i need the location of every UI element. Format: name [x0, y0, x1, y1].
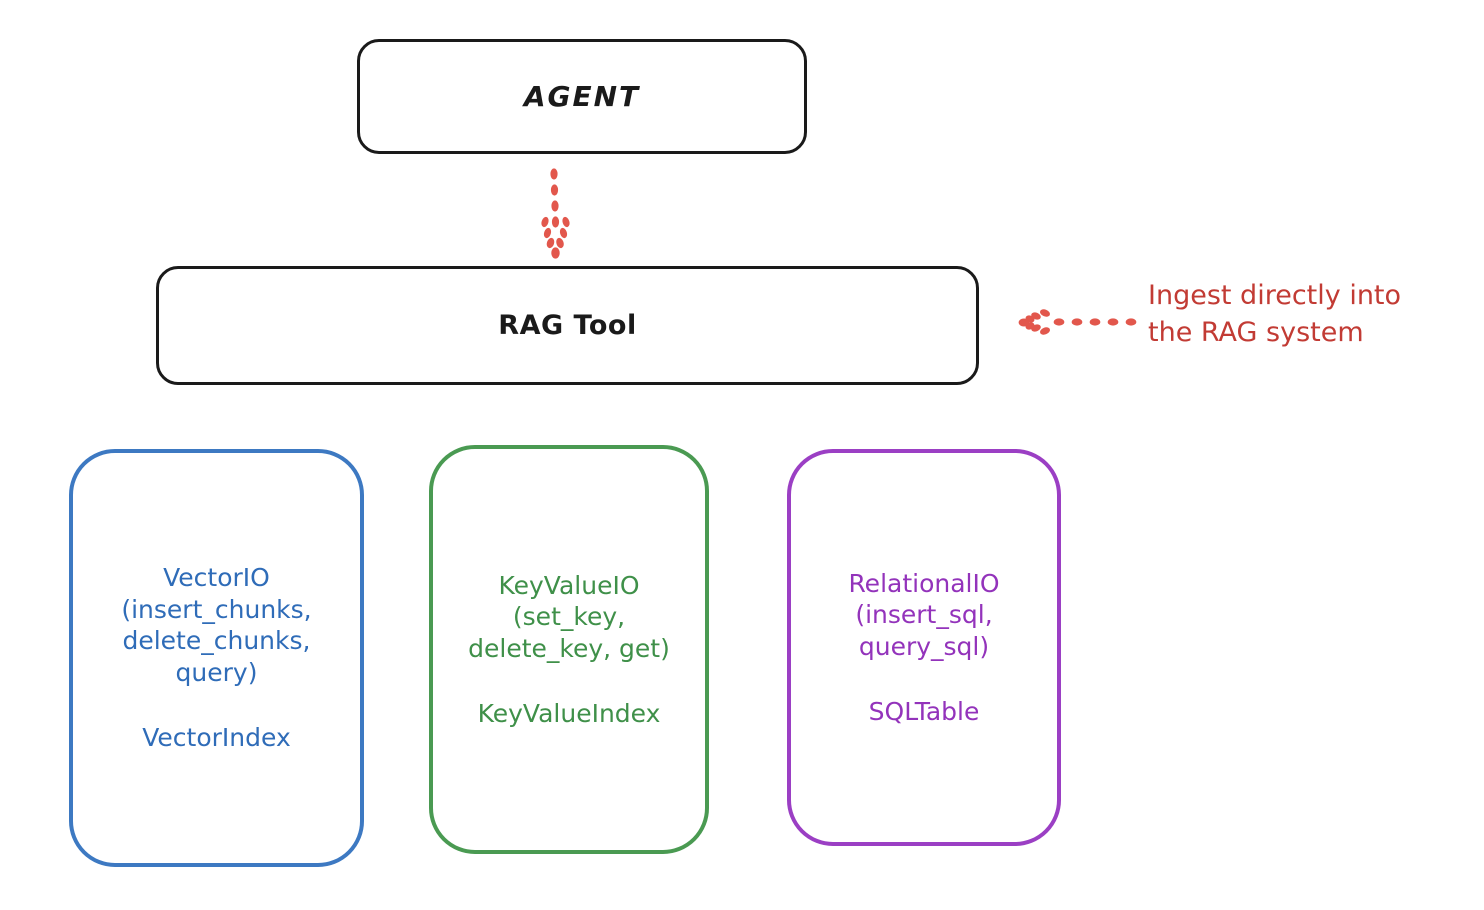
node-vector-io-subtitle: VectorIndex	[142, 723, 291, 753]
node-key-value-io[interactable]: KeyValueIO (set_key, delete_key, get) Ke…	[429, 445, 709, 854]
node-agent[interactable]: AGENT	[357, 39, 807, 154]
node-agent-label: AGENT	[523, 80, 641, 113]
node-key-value-io-subtitle: KeyValueIndex	[477, 699, 661, 728]
node-rag-tool[interactable]: RAG Tool	[156, 266, 979, 385]
annotation-ingest: Ingest directly into the RAG system	[1148, 280, 1402, 348]
connector-ingest-to-rag-tool-icon	[1018, 309, 1137, 335]
node-vector-io[interactable]: VectorIO (insert_chunks, delete_chunks, …	[69, 449, 364, 867]
node-relational-io[interactable]: RelationalIO (insert_sql, query_sql) SQL…	[787, 449, 1061, 846]
node-key-value-io-title: KeyValueIO (set_key, delete_key, get)	[468, 570, 670, 663]
node-relational-io-subtitle: SQLTable	[868, 697, 980, 726]
connector-agent-to-rag-tool-icon	[541, 168, 570, 259]
node-rag-tool-label: RAG Tool	[498, 310, 637, 341]
node-relational-io-title: RelationalIO (insert_sql, query_sql)	[848, 568, 1000, 661]
node-vector-io-title: VectorIO (insert_chunks, delete_chunks, …	[121, 563, 312, 687]
